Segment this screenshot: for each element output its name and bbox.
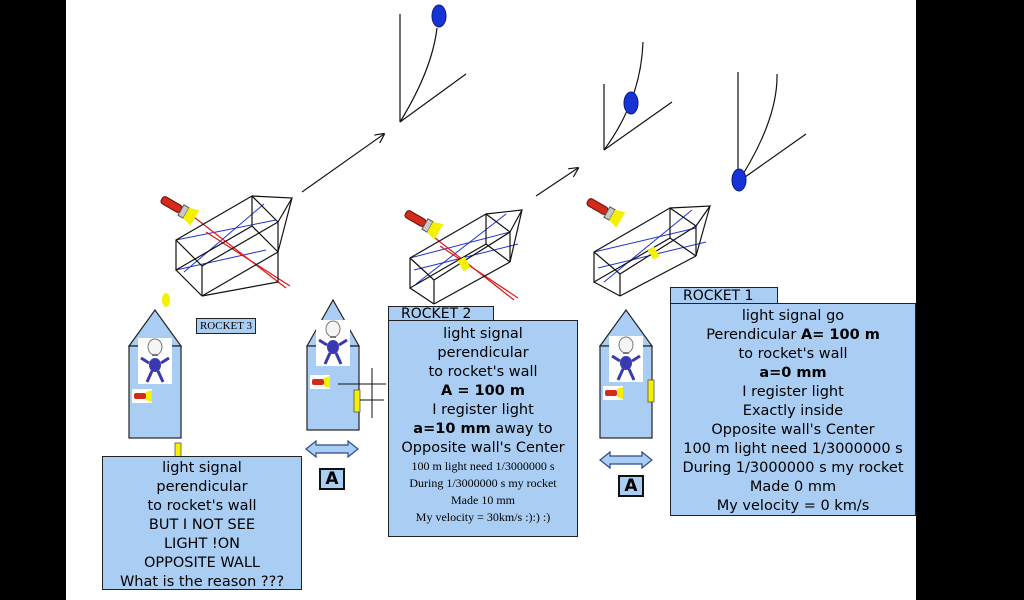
text-line: to rocket's wall xyxy=(147,498,257,514)
text-line: perendicular xyxy=(437,345,529,361)
text-line: to rocket's wall xyxy=(738,346,848,362)
lightbulb-figure-icon xyxy=(316,320,350,366)
text-line: Opposite wall's Center xyxy=(711,422,875,438)
text-line: Opposite wall's Center xyxy=(401,440,565,456)
arrow-icon xyxy=(301,134,384,193)
blue-ball-icon xyxy=(623,91,639,115)
wireframe-rocket-2 xyxy=(409,209,524,305)
text-line: During 1/3000000 s my rocket xyxy=(682,460,904,476)
text-line: a=10 mm away to xyxy=(389,420,577,439)
text-line: Perendicular A= 100 m xyxy=(671,326,915,345)
text-rest: Perendicular xyxy=(706,327,801,343)
text-line: BUT I NOT SEE xyxy=(148,517,256,533)
text-line: Made 0 mm xyxy=(749,479,837,495)
text-line: light signal xyxy=(162,460,242,476)
text-line: My velocity = 0 km/s xyxy=(716,498,870,514)
lightbulb-figure-icon xyxy=(138,338,172,384)
rocket2-description: light signal perendicular to rocket's wa… xyxy=(388,320,578,537)
flashlight-icon xyxy=(132,389,152,403)
text-line: Made 10 mm xyxy=(451,493,515,507)
trajectory-graph-1 xyxy=(399,14,467,123)
text-line: I register light xyxy=(432,402,534,418)
flashlight-icon xyxy=(404,210,444,240)
flashlight-icon xyxy=(160,196,200,226)
text-line: My velocity = 30km/s :):) :) xyxy=(415,510,551,524)
text-line: perendicular xyxy=(156,479,248,495)
flashlight-icon xyxy=(603,386,623,400)
text-line: A = 100 m xyxy=(441,383,525,399)
text-line: During 1/3000000 s my rocket xyxy=(409,476,557,490)
blue-ball-icon xyxy=(731,168,747,192)
diagram-canvas xyxy=(127,4,807,470)
distance-a-label: A xyxy=(319,468,345,490)
text-line: Exactly inside xyxy=(742,403,844,419)
blue-ball-icon xyxy=(431,4,447,28)
wireframe-rocket-1 xyxy=(593,205,712,297)
text-line: 100 m light need 1/3000000 s xyxy=(411,459,555,473)
text-line: light signal xyxy=(443,326,523,342)
double-arrow-icon xyxy=(305,439,359,459)
trajectory-graph-2 xyxy=(603,41,673,151)
slide: A A ROCKET 3 light signal perendicular t… xyxy=(66,0,916,600)
flashlight-icon xyxy=(586,198,626,228)
rocket1-description: light signal go Perendicular A= 100 m to… xyxy=(670,303,916,516)
text-bold: a=10 mm xyxy=(413,421,491,437)
rocket3-label: ROCKET 3 xyxy=(196,318,256,334)
text-line: a=0 mm xyxy=(759,365,827,381)
text-line: I register light xyxy=(742,384,844,400)
trajectory-graph-3 xyxy=(737,72,807,183)
text-line: LIGHT !ON xyxy=(163,536,241,552)
rocket3-description: light signal perendicular to rocket's wa… xyxy=(102,456,302,590)
distance-a-label: A xyxy=(618,475,644,497)
wireframe-rocket-3 xyxy=(175,194,294,297)
text-line: 100 m light need 1/3000000 s xyxy=(683,441,903,457)
flashlight-icon xyxy=(310,375,330,389)
text-line: OPPOSITE WALL xyxy=(143,555,261,571)
text-line: What is the reason ??? xyxy=(119,574,285,590)
text-bold: A= 100 m xyxy=(800,327,880,343)
double-arrow-icon xyxy=(599,450,653,470)
lightbulb-figure-icon xyxy=(609,336,643,382)
arrow-icon xyxy=(535,168,578,197)
text-line: light signal go xyxy=(741,308,845,324)
text-line: to rocket's wall xyxy=(428,364,538,380)
text-rest: away to xyxy=(490,421,553,437)
